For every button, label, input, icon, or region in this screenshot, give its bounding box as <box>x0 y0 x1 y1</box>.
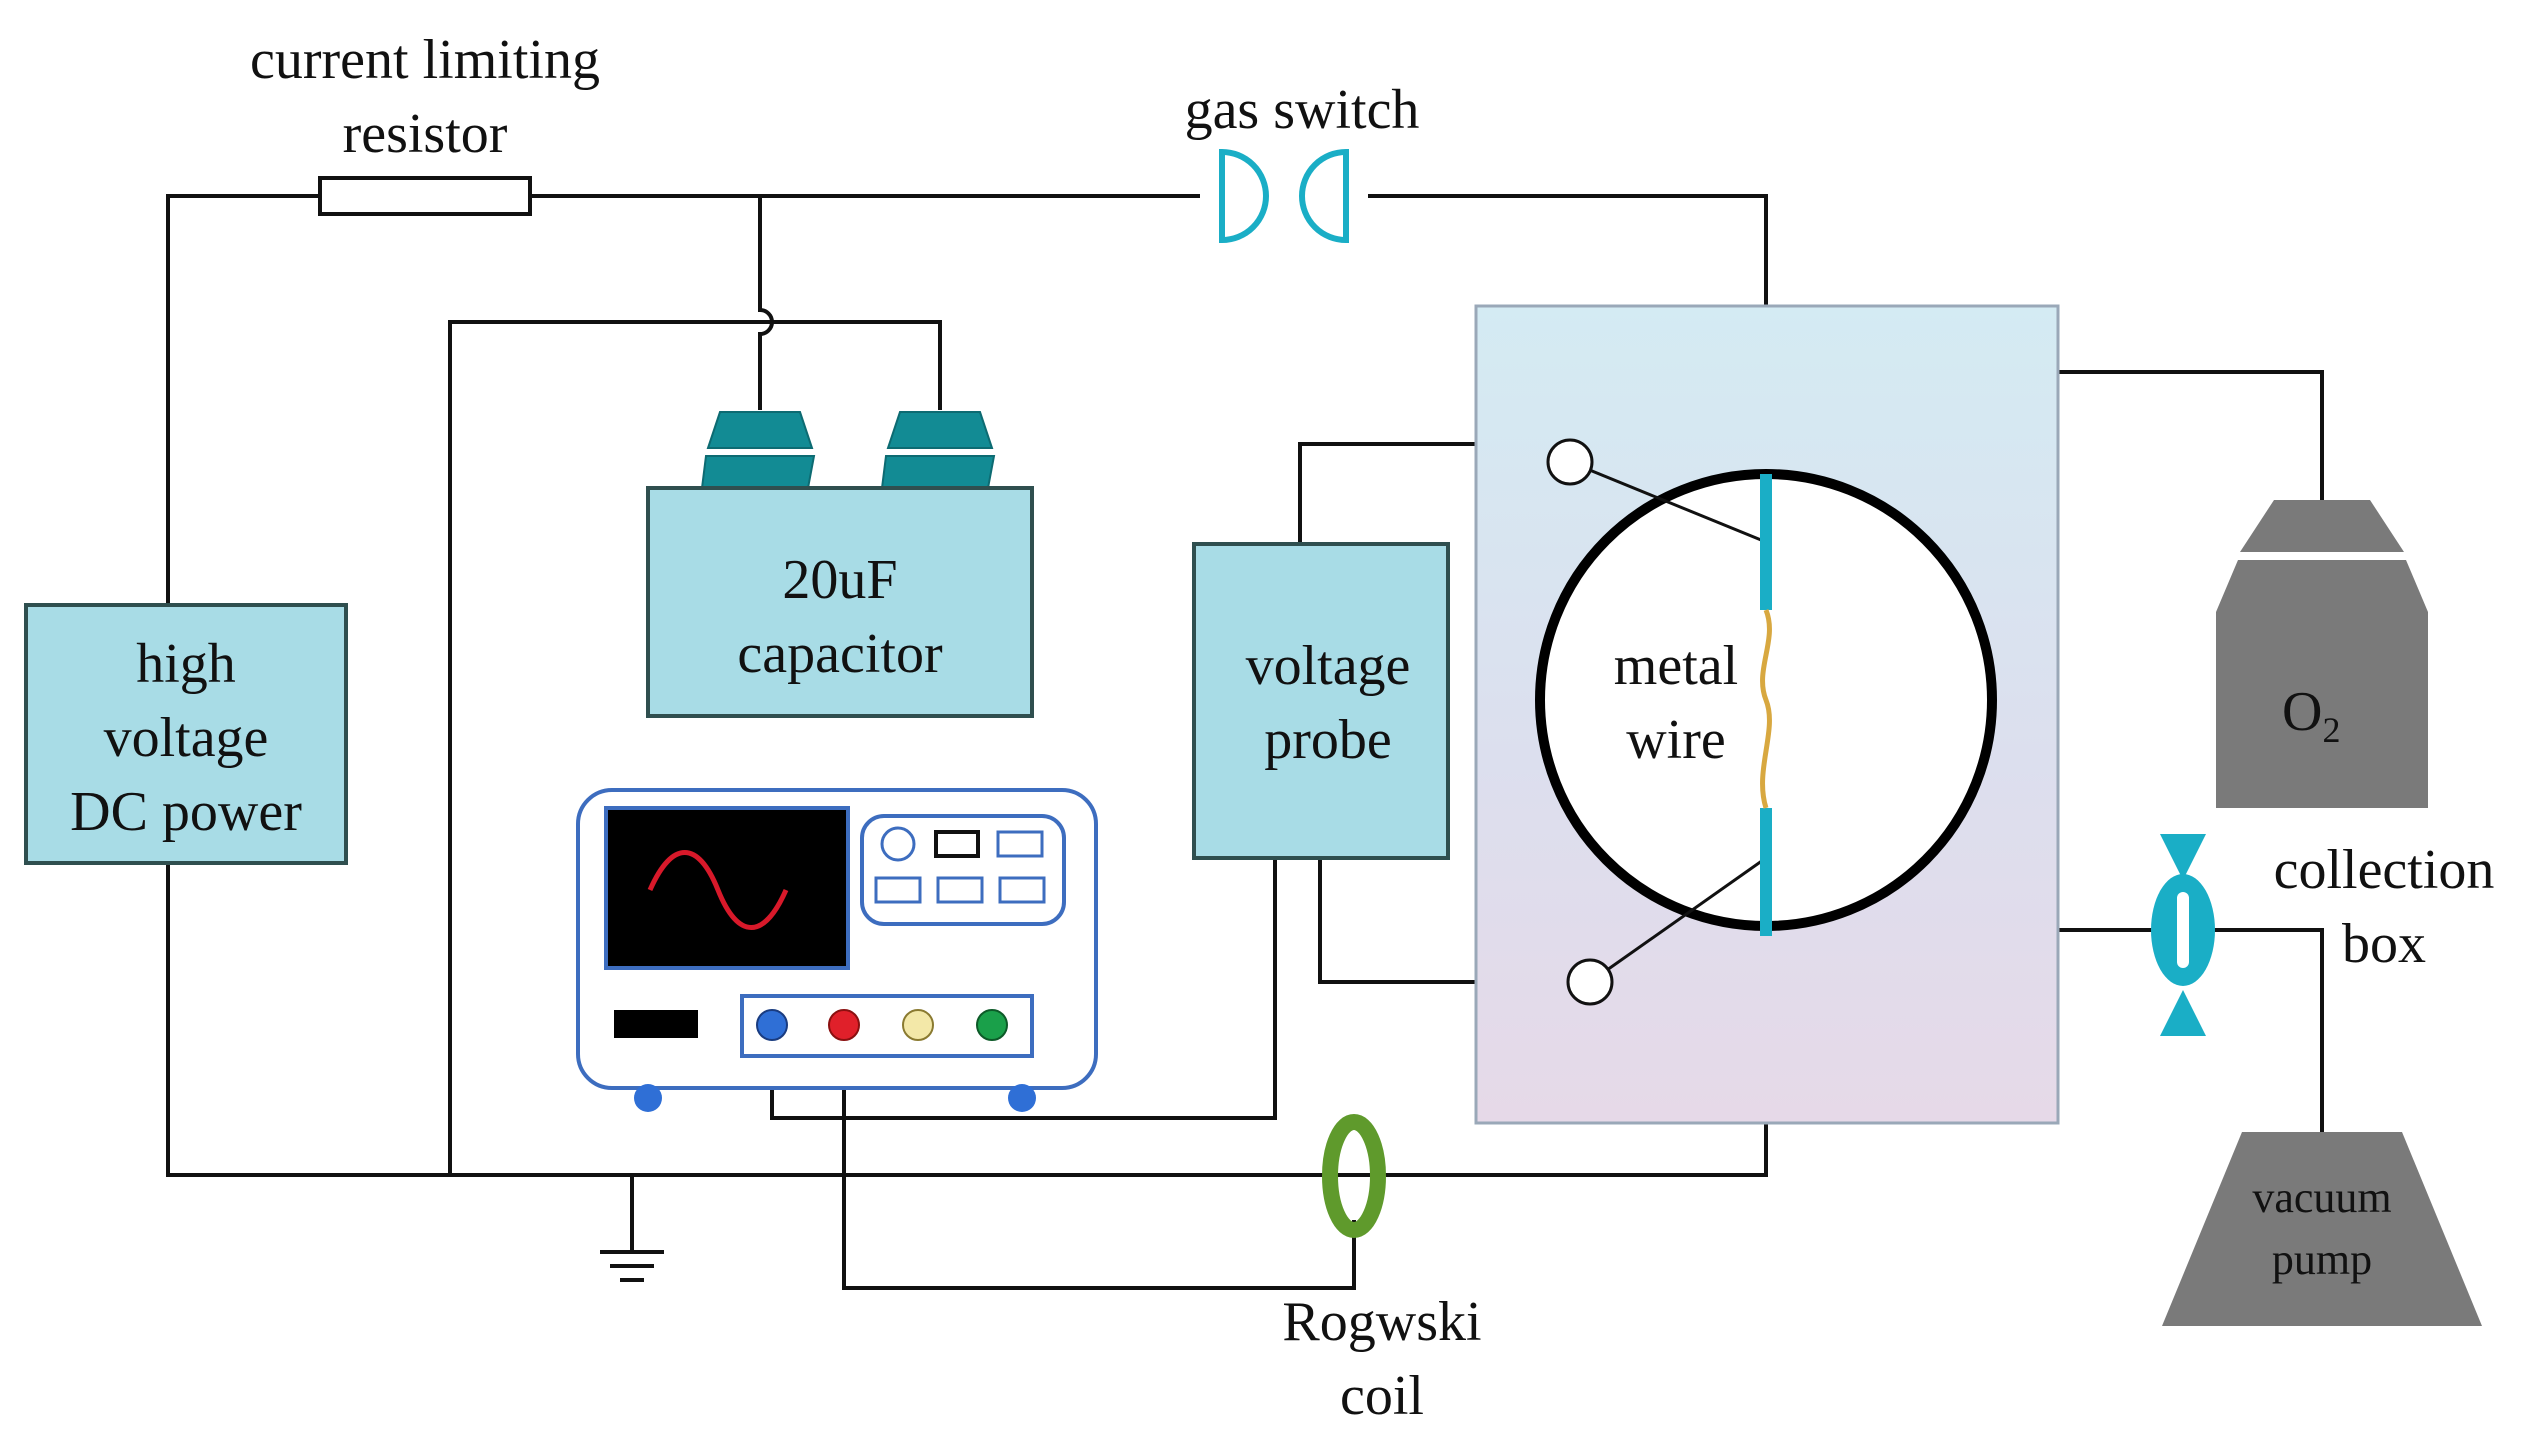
resistor-label-line1: current limiting <box>250 29 600 91</box>
wire-chamber-valve <box>2058 928 2324 1132</box>
o2-cylinder-neck <box>2216 560 2428 612</box>
dc-power-box <box>24 603 348 865</box>
gas-switch-label: gas switch <box>1185 79 1420 141</box>
input-jack-yellow-icon <box>902 1009 934 1041</box>
oscilloscope-display-bar <box>614 1010 698 1038</box>
electrode-terminal-top <box>1546 438 1594 486</box>
wire-bottom <box>166 862 1768 1177</box>
resistor-label-line2: resistor <box>343 103 508 165</box>
o2-label: O2 <box>2282 681 2340 750</box>
probe-label-line2: probe <box>1264 709 1392 771</box>
collection-label-line1: collection <box>2274 839 2495 901</box>
control-button-icon <box>998 876 1046 904</box>
wire-cap-right <box>448 320 942 1175</box>
o2-label-subscript: 2 <box>2322 710 2340 750</box>
capacitor-terminals <box>700 411 996 489</box>
input-jack-red-icon <box>828 1009 860 1041</box>
gas-switch-right-electrode <box>1299 148 1349 244</box>
control-knob-icon <box>880 826 916 862</box>
oscilloscope-foot-right <box>1008 1084 1036 1112</box>
wire-label-line1: metal <box>1614 635 1738 697</box>
capacitor-box <box>646 486 1034 718</box>
gas-switch <box>1219 148 1349 244</box>
coil-label-line2: coil <box>1340 1365 1424 1427</box>
wire-rogowski-scope <box>842 1022 1356 1290</box>
wire-top-right <box>1368 194 1768 306</box>
o2-cylinder-body <box>2216 612 2428 808</box>
rogowski-coil <box>1322 1114 1386 1238</box>
power-label-line3: DC power <box>70 781 302 843</box>
capacitor-terminal-right <box>886 411 994 449</box>
control-button-icon <box>936 876 984 904</box>
wire-top-left <box>166 194 320 605</box>
capacitor-terminal-left-base <box>700 455 816 489</box>
control-button-dark-icon <box>934 830 980 858</box>
control-button-icon <box>996 830 1044 858</box>
o2-cylinder <box>2216 500 2428 808</box>
wire-chamber-o2 <box>2058 370 2324 500</box>
wire-label-line2: wire <box>1626 709 1726 771</box>
oscilloscope-screen <box>604 806 850 970</box>
valve-bottom-icon <box>2160 990 2206 1036</box>
pump-label-line1: vacuum <box>2252 1173 2391 1222</box>
valve-top-icon <box>2160 834 2206 880</box>
o2-label-main: O <box>2282 681 2322 743</box>
control-button-icon <box>874 876 922 904</box>
capacitor-terminal-left <box>706 411 814 449</box>
collection-label-line2: box <box>2342 913 2426 975</box>
current-limiting-resistor <box>318 176 532 216</box>
capacitor-terminal-right-base <box>880 455 996 489</box>
electrode-leads <box>1569 460 1767 984</box>
electrode-bottom <box>1760 808 1772 936</box>
collection-box-valve <box>2151 834 2215 1036</box>
coil-label-line1: Rogwski <box>1282 1291 1481 1353</box>
voltage-probe-box <box>1192 542 1450 860</box>
probe-label-line1: voltage <box>1246 635 1411 697</box>
power-label-line2: voltage <box>104 707 269 769</box>
input-jack-blue-icon <box>756 1009 788 1041</box>
capacitor-label-line1: 20uF <box>782 549 897 611</box>
o2-cylinder-cap <box>2240 500 2404 552</box>
electrode-top <box>1760 474 1772 610</box>
power-label-line1: high <box>136 633 236 695</box>
ground-icon <box>600 1250 664 1282</box>
gas-switch-left-electrode <box>1219 148 1269 244</box>
metal-wire-icon <box>1760 609 1772 809</box>
capacitor-label-line2: capacitor <box>737 623 943 685</box>
input-jack-green-icon <box>976 1009 1008 1041</box>
oscilloscope <box>576 788 1098 1112</box>
pump-label-line2: pump <box>2272 1235 2372 1284</box>
oscilloscope-foot-left <box>634 1084 662 1112</box>
electrode-terminal-bottom <box>1566 958 1614 1006</box>
wire-cap-left <box>758 196 774 410</box>
valve-slot <box>2177 892 2189 968</box>
sine-wave-icon <box>647 850 789 930</box>
vacuum-pump <box>2162 1132 2482 1326</box>
